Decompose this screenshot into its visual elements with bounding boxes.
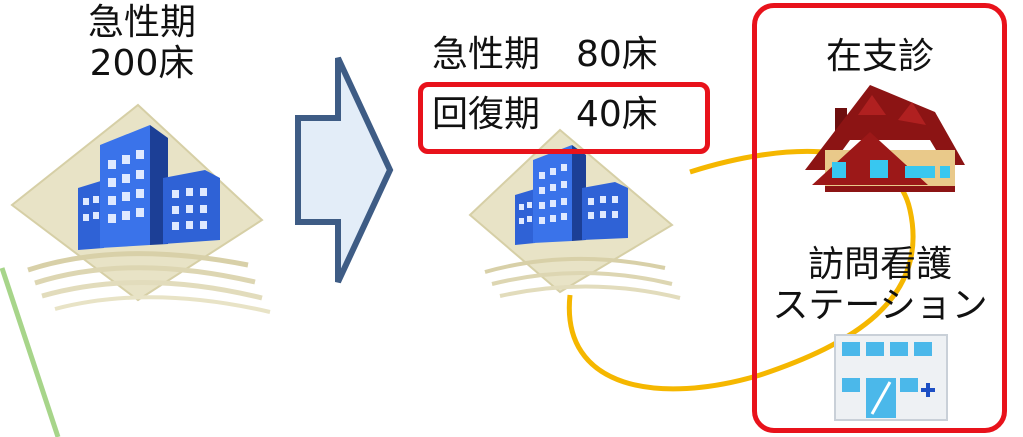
acute-beds-label: 急性期 80床 bbox=[432, 34, 658, 75]
recovery-beds-label: 回復期 40床 bbox=[432, 94, 658, 135]
recovery-highlight-box bbox=[418, 82, 710, 154]
community-care-box bbox=[752, 3, 1007, 433]
nursing-label-line1: 訪問看護 bbox=[807, 244, 952, 285]
before-label-line1: 急性期 bbox=[87, 2, 196, 43]
hospital-building-icon bbox=[468, 128, 681, 300]
clinic-building-icon bbox=[834, 334, 948, 421]
house-icon bbox=[805, 85, 965, 192]
before-label-line2: 200床 bbox=[89, 43, 195, 85]
right-arrow-icon bbox=[295, 56, 394, 284]
hospital-building-icon bbox=[10, 103, 271, 314]
before-label: 急性期 200床 bbox=[72, 2, 212, 85]
clinic-label: 在支診 bbox=[825, 36, 934, 77]
nursing-station-label: 訪問看護 ステーション bbox=[755, 244, 1005, 327]
green-line bbox=[0, 267, 61, 437]
nursing-label-line2: ステーション bbox=[772, 285, 988, 327]
